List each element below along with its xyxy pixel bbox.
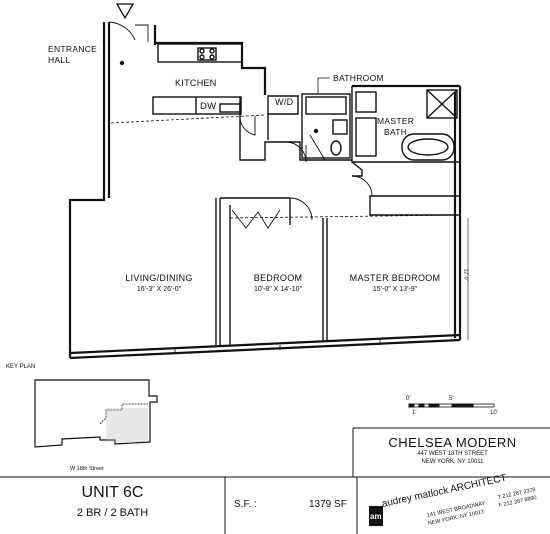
master-bedroom-dimensions: 15'-0" X 13'-9": [372, 286, 418, 293]
key-plan-drawing: [34, 379, 158, 448]
master-bath-label: MASTER BATH: [377, 116, 415, 137]
scale-0: 0': [406, 396, 411, 402]
exterior-walls: [68, 22, 462, 360]
sf-label: S.F. :: [234, 499, 257, 510]
north-triangle-icon: [115, 3, 135, 20]
building-address-1: 447 WEST 18TH STREET: [417, 451, 488, 457]
unit-beds-baths: 2 BR / 2 BATH: [76, 507, 149, 519]
scale-5: 5': [449, 396, 454, 402]
facade-windows: [174, 340, 381, 354]
living-dining-label: LIVING/DINING: [125, 273, 193, 283]
wd-label: W/D: [275, 97, 294, 107]
architect-logo-mark: am: [370, 512, 382, 521]
unit-name: UNIT 6C: [81, 484, 144, 501]
kitchen-label: KITCHEN: [175, 78, 217, 88]
scale-1: 1': [412, 410, 417, 416]
interior-walls: [110, 43, 461, 345]
key-plan-title: KEY PLAN: [6, 364, 36, 370]
bathroom-callout: [317, 77, 330, 94]
title-block: [0, 427, 550, 534]
scale-bar: [408, 403, 495, 408]
scale-10: 10': [490, 410, 498, 416]
living-dining-dimensions: 16'-3" X 26'-0": [136, 286, 182, 293]
sf-value: 1379 SF: [309, 499, 347, 510]
dw-label: DW: [200, 101, 217, 112]
key-plan-street: W 18th Street: [70, 466, 104, 472]
bathroom-label: BATHROOM: [333, 73, 384, 83]
core-marker: [313, 128, 319, 134]
side-dimension-label: 12'-0": [462, 268, 469, 282]
door-swings: [108, 21, 373, 229]
entrance-hall-label: ENTRANCE HALL: [48, 44, 98, 65]
bedroom-dimensions: 10'-8" X 14'-10": [253, 286, 303, 293]
entrance-marker: [119, 60, 125, 66]
building-address-2: NEW YORK, NY 10011: [421, 459, 484, 465]
master-bedroom-label: MASTER BEDROOM: [349, 273, 441, 283]
architect-logo-icon: [369, 506, 383, 526]
building-name: CHELSEA MODERN: [388, 435, 517, 450]
bedroom-label: BEDROOM: [253, 273, 303, 283]
